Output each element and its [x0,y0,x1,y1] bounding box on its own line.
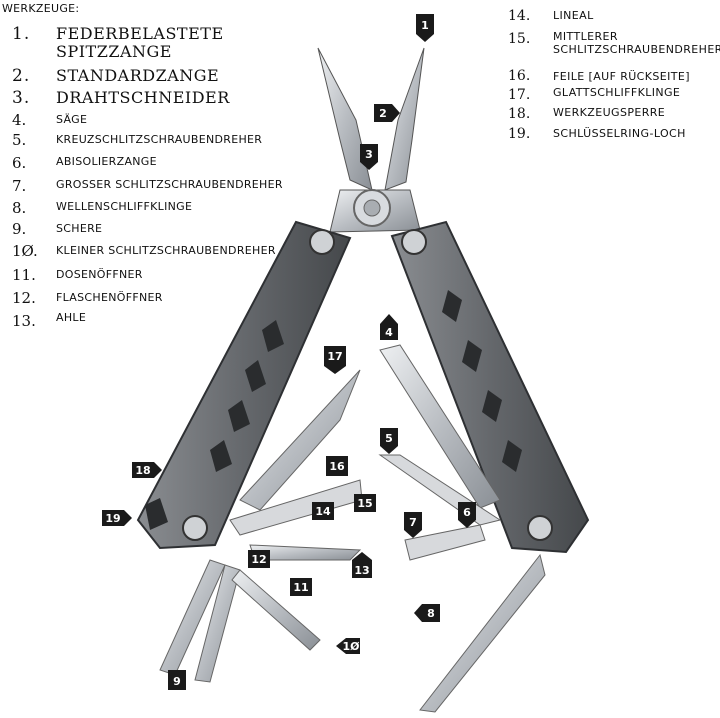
callout-8: 8 [414,604,440,622]
item-label-line2: SCHLITZSCHRAUBENDREHER [553,43,720,56]
callout-15: 15 [354,494,376,512]
right-handle [390,220,590,554]
serrated-blade [419,553,546,713]
tools-heading: WERKZEUGE: [2,2,80,15]
item-number: 12. [12,289,36,307]
left-handle [136,220,352,550]
callout-tags: 1 2 3 4 5 6 7 8 9 1Ø 11 12 13 14 15 16 1… [102,14,476,690]
callout-12: 12 [248,550,270,568]
callout-16: 16 [326,456,348,476]
ruler [229,479,363,536]
item-label: AHLE [56,311,87,324]
callout-19: 19 [102,510,132,526]
item-number: 4. [12,111,27,129]
item-number: 18. [508,106,531,122]
item-label: FEILE [AUF RÜCKSEITE] [553,70,690,83]
item-number: 2. [12,66,31,86]
item-label: FLASCHENÖFFNER [56,291,163,304]
callout-14: 14 [312,502,334,520]
item-label: FEDERBELASTETE [56,24,224,43]
callout-3: 3 [360,144,378,170]
callout-6: 6 [458,502,476,528]
callout-number: 19 [105,512,120,525]
item-number: 9. [12,220,27,238]
callout-5: 5 [380,428,398,454]
callout-11: 11 [290,578,312,596]
item-label: WELLENSCHLIFFKLINGE [56,200,193,213]
callout-number: 13 [354,564,369,577]
callout-7: 7 [404,512,422,538]
flat-driver [404,524,486,561]
callout-number: 8 [427,607,435,620]
item-label: MITTLERER [553,30,618,43]
callout-number: 4 [385,326,393,339]
item-number: 17. [508,87,531,103]
item-label: KREUZSCHLITZSCHRAUBENDREHER [56,133,263,146]
callout-18: 18 [132,462,162,478]
item-label: GROSSER SCHLITZSCHRAUBENDREHER [56,178,283,191]
saw [379,344,501,509]
item-number: 1Ø. [12,242,38,260]
item-number: 3. [12,88,31,108]
callout-17: 17 [324,346,346,374]
small-screwdriver [231,569,321,651]
callout-4: 4 [380,314,398,340]
callout-number: 5 [385,432,393,445]
item-number: 1. [12,24,31,44]
item-label: DRAHTSCHNEIDER [56,88,230,107]
item-number: 5. [12,131,27,149]
item-label: LINEAL [553,9,594,22]
item-label: STANDARDZANGE [56,66,220,85]
callout-number: 7 [409,516,417,529]
item-number: 16. [508,68,531,84]
callout-number: 6 [463,506,471,519]
item-number: 19. [508,126,531,142]
pliers-jaws [317,47,425,233]
item-label: GLATTSCHLIFFKLINGE [553,86,681,99]
item-label: SÄGE [56,113,88,126]
callout-2: 2 [374,104,400,122]
plain-blade [239,369,361,511]
callout-number: 18 [135,464,150,477]
item-number: 11. [12,266,36,284]
callout-number: 15 [357,497,372,510]
item-number: 13. [12,312,36,330]
callout-13: 13 [352,552,372,578]
item-label-line2: SPITZZANGE [56,42,172,61]
callout-9: 9 [168,670,186,690]
item-number: 6. [12,154,27,172]
callout-1: 1 [416,14,434,42]
item-label: KLEINER SCHLITZSCHRAUBENDREHER [56,244,276,257]
callout-number: 16 [329,460,345,473]
item-number: 14. [508,8,531,24]
callout-number: 3 [365,148,373,161]
callout-number: 1 [421,19,429,32]
item-label: SCHLÜSSELRING-LOCH [553,127,686,140]
item-number: 7. [12,177,27,195]
callout-number: 12 [251,553,266,566]
callout-number: 17 [327,350,342,363]
item-label: DOSENÖFFNER [56,268,143,281]
fold-out-tools [159,344,546,713]
item-label: WERKZEUGSPERRE [553,106,666,119]
item-label: ABISOLIERZANGE [56,155,157,168]
callout-number: 14 [315,505,331,518]
callout-number: 9 [173,675,181,688]
item-number: 15. [508,31,531,47]
item-number: 8. [12,199,27,217]
callout-number: 2 [379,107,387,120]
callout-10: 1Ø [336,638,360,654]
callout-number: 11 [293,581,308,594]
item-label: SCHERE [56,222,103,235]
callout-number: 1Ø [342,640,360,653]
